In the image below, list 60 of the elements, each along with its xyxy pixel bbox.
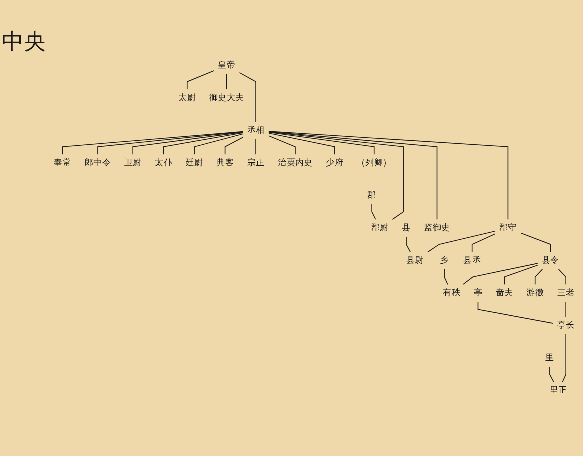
node-text: 监御史 bbox=[424, 222, 450, 233]
connector bbox=[268, 130, 509, 220]
node-text: 奉常 bbox=[54, 157, 72, 168]
connector bbox=[98, 131, 244, 155]
connector bbox=[504, 264, 538, 285]
node-text: 卫尉 bbox=[124, 157, 142, 168]
node-text: 有秩 bbox=[443, 288, 461, 298]
node-text: 廷尉 bbox=[186, 157, 204, 168]
node-text: 里正 bbox=[550, 385, 568, 396]
connector bbox=[444, 268, 448, 285]
node-text: 郡守 bbox=[499, 222, 517, 233]
node-text: 县令 bbox=[542, 255, 560, 266]
node-text: 县 bbox=[402, 222, 411, 233]
node-text: 亭 bbox=[474, 288, 483, 298]
node-text: 里 bbox=[546, 352, 554, 363]
connector bbox=[224, 136, 244, 155]
node-text: 太尉 bbox=[178, 92, 196, 103]
node-text: 典客 bbox=[216, 157, 234, 168]
node-text: 御史大夫 bbox=[209, 92, 244, 103]
connector bbox=[520, 232, 552, 252]
node-text: 少府 bbox=[326, 157, 344, 168]
connector bbox=[268, 131, 404, 220]
node-text: 县尉 bbox=[406, 255, 424, 266]
connector bbox=[268, 132, 336, 155]
connector bbox=[186, 70, 214, 90]
connector bbox=[132, 132, 244, 155]
node-text: （列卿） bbox=[356, 157, 392, 168]
connector bbox=[268, 132, 375, 155]
connector bbox=[268, 135, 296, 155]
connector bbox=[62, 131, 244, 155]
node-text: 乡 bbox=[440, 255, 449, 266]
node-text: 太仆 bbox=[155, 157, 173, 168]
level-label: 中央 bbox=[2, 30, 46, 56]
node-text: 三老 bbox=[557, 288, 575, 298]
connector bbox=[550, 366, 554, 382]
connector bbox=[562, 334, 566, 382]
connector bbox=[163, 132, 244, 155]
connector bbox=[194, 133, 244, 155]
node-text: 郡尉 bbox=[371, 222, 389, 233]
node-text: 丞相 bbox=[247, 124, 265, 136]
node-text: 亭长 bbox=[557, 320, 575, 330]
connector bbox=[226, 74, 228, 90]
node-text: 治粟内史 bbox=[278, 157, 313, 168]
node-text: 县丞 bbox=[464, 255, 482, 266]
node-text: 宗正 bbox=[247, 157, 265, 168]
connector bbox=[428, 230, 496, 252]
node-text: 游徼 bbox=[526, 288, 544, 298]
node-text: 啬夫 bbox=[496, 288, 514, 298]
node-text: 郡 bbox=[368, 190, 376, 200]
connector bbox=[472, 233, 496, 252]
connector bbox=[268, 131, 438, 220]
connector bbox=[372, 204, 376, 220]
connector bbox=[558, 268, 566, 285]
connector bbox=[239, 72, 256, 122]
connector bbox=[406, 236, 412, 252]
node-text: 郎中令 bbox=[84, 157, 112, 168]
connector bbox=[478, 301, 554, 324]
connector bbox=[534, 268, 544, 285]
connector bbox=[462, 262, 538, 285]
node-text: 皇帝 bbox=[218, 60, 236, 70]
